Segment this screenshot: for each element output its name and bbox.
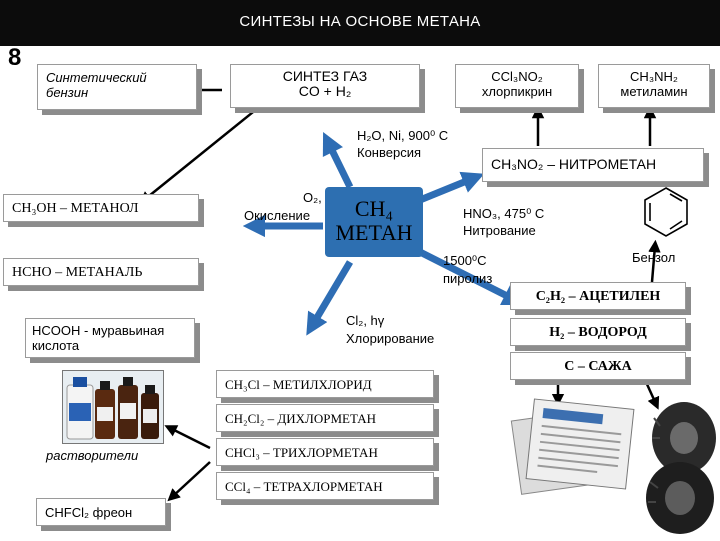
conversion-conditions: H₂O, Ni, 900⁰ C — [357, 128, 449, 143]
tires-image — [640, 398, 718, 536]
arrow-to-acetylene — [418, 248, 525, 306]
box-tetrachloromethane: CCl₄ – ТЕТРАХЛОРМЕТАН — [216, 472, 434, 500]
nitration-conditions: HNO₃, 475⁰ C — [463, 206, 545, 221]
arrow-to-tires — [644, 381, 660, 410]
arrow-to-chlorination — [306, 260, 354, 336]
chlorination-label: Хлорирование — [346, 331, 435, 346]
nitration-label: Нитрование — [463, 223, 536, 238]
box-methyl-chloride: CH₃Cl – МЕТИЛХЛОРИД — [216, 370, 434, 398]
oxidation-label: Окисление — [244, 208, 311, 223]
arrow-acetylene-to-benzene — [648, 239, 661, 283]
solvent-bottles-image — [62, 370, 164, 444]
chlorination-conditions: Cl₂, hγ — [346, 313, 385, 328]
box-synthetic-benzin: Синтетический бензин — [37, 64, 197, 110]
conversion-label: Конверсия — [357, 145, 422, 160]
box-methylamine: CH₃NH₂ метиламин — [598, 64, 710, 108]
arrow-chlorides-to-freon — [167, 461, 211, 502]
box-freon: CHFCl₂ фреон — [36, 498, 166, 526]
oxidation-reagent: O₂, — [303, 190, 322, 205]
box-syngas: СИНТЕЗ ГАЗ CO + H₂ — [230, 64, 420, 108]
box-acetylene: C₂H₂ – АЦЕТИЛЕН — [510, 282, 686, 310]
arrow-syngas-to-methanol — [139, 107, 259, 204]
slide-number: 8 — [8, 44, 22, 71]
methane-box: CH₄ МЕТАН — [325, 187, 423, 257]
title-bar — [0, 0, 720, 46]
box-methanal: HCHO – МЕТАНАЛЬ — [3, 258, 199, 286]
box-dichloromethane: CH₂Cl₂ – ДИХЛОРМЕТАН — [216, 404, 434, 432]
slide-title: СИНТЕЗЫ НА ОСНОВЕ МЕТАНА — [239, 13, 481, 30]
box-trichloromethane: CHCl₃ – ТРИХЛОРМЕТАН — [216, 438, 434, 466]
arrow-chlorides-to-solvents — [164, 425, 211, 450]
solvents-label: растворители — [46, 448, 139, 463]
box-soot: C – САЖА — [510, 352, 686, 380]
box-nitromethane: CH₃NO₂ – НИТРОМЕТАН — [482, 148, 704, 182]
box-methanol: CH₃OH – МЕТАНОЛ — [3, 194, 199, 222]
newspapers-image — [510, 396, 642, 496]
pyrolysis-label: пиролиз — [443, 271, 493, 286]
pyrolysis-conditions: 1500⁰C — [443, 253, 487, 268]
benzene-label: Бензол — [632, 250, 676, 265]
box-chloropicrin: CCl₃NO₂ хлорпикрин — [455, 64, 579, 108]
benzene-ring — [644, 187, 688, 237]
arrow-to-syngas — [322, 131, 354, 189]
box-hydrogen: H₂ – ВОДОРОД — [510, 318, 686, 346]
arrow-to-nitromethane — [418, 171, 485, 204]
box-formic-acid: HCOOH - муравьиная кислота — [25, 318, 195, 358]
